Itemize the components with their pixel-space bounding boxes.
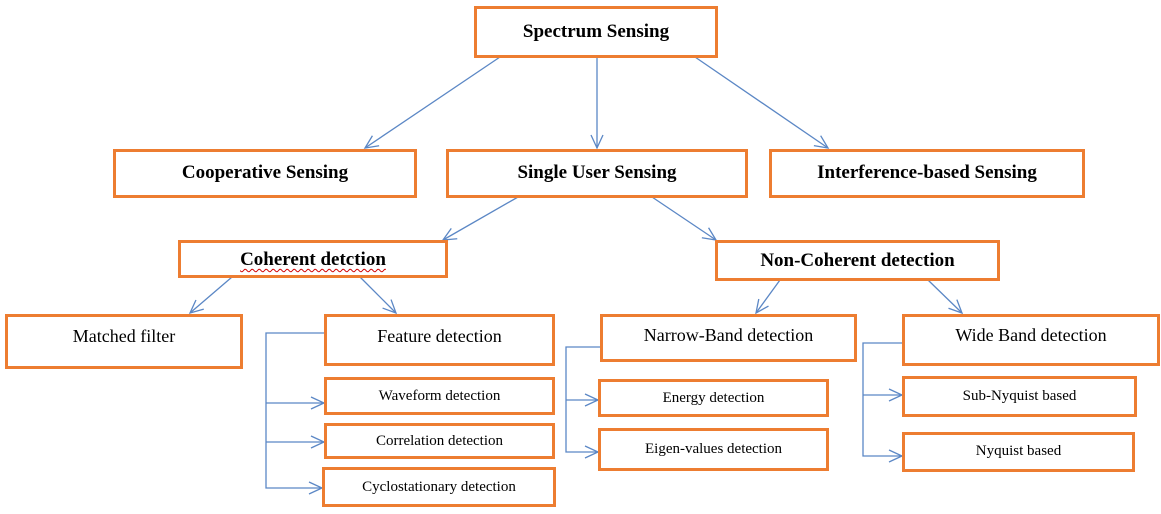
node-label: Eigen-values detection <box>644 441 783 457</box>
node-label: Waveform detection <box>378 388 501 404</box>
node-energy-detection: Energy detection <box>598 379 829 417</box>
arrow-non-coherent-to-narrow-band <box>755 279 781 315</box>
node-label: Cooperative Sensing <box>181 162 349 183</box>
node-label: Coherent detction <box>240 249 386 270</box>
node-label: Spectrum Sensing <box>522 21 670 42</box>
node-label: Interference-based Sensing <box>817 162 1037 183</box>
arrow-single-user-to-non-coherent <box>651 196 718 241</box>
arrow-root-to-cooperative <box>363 56 501 149</box>
bracket-wide-band <box>862 342 904 463</box>
arrow-coherent-to-feature <box>359 276 398 315</box>
node-label: Feature detection <box>377 326 502 346</box>
arrow-root-to-interference <box>694 56 830 149</box>
arrow-non-coherent-to-wide-band <box>927 279 964 315</box>
node-label: Energy detection <box>662 390 765 406</box>
node-label: Non-Coherent detection <box>760 250 955 271</box>
node-sub-nyquist-based: Sub-Nyquist based <box>902 376 1137 417</box>
node-eigen-values-detection: Eigen-values detection <box>598 428 829 471</box>
node-cooperative-sensing: Cooperative Sensing <box>113 149 417 198</box>
node-nyquist-based: Nyquist based <box>902 432 1135 472</box>
arrow-single-user-to-coherent <box>441 196 519 241</box>
node-interference-based-sensing: Interference-based Sensing <box>769 149 1085 198</box>
node-cyclostationary-detection: Cyclostationary detection <box>322 467 556 507</box>
node-coherent-detection: Coherent detction <box>178 240 448 278</box>
node-wide-band-detection: Wide Band detection <box>902 314 1160 366</box>
node-feature-detection: Feature detection <box>324 314 555 366</box>
node-matched-filter: Matched filter <box>5 314 243 369</box>
node-single-user-sensing: Single User Sensing <box>446 149 748 198</box>
node-label: Nyquist based <box>975 443 1062 459</box>
node-non-coherent-detection: Non-Coherent detection <box>715 240 1000 281</box>
node-label: Narrow-Band detection <box>643 325 814 345</box>
node-label: Matched filter <box>72 326 176 346</box>
node-label: Wide Band detection <box>955 325 1107 345</box>
node-spectrum-sensing: Spectrum Sensing <box>474 6 718 58</box>
node-label: Correlation detection <box>375 433 504 449</box>
node-label: Sub-Nyquist based <box>962 388 1077 404</box>
node-correlation-detection: Correlation detection <box>324 423 555 459</box>
bracket-feature-detection <box>265 332 324 495</box>
node-label: Cyclostationary detection <box>362 479 516 495</box>
node-waveform-detection: Waveform detection <box>324 377 555 415</box>
node-label: Single User Sensing <box>517 162 677 183</box>
arrow-coherent-to-matched-filter <box>188 276 233 315</box>
node-narrow-band-detection: Narrow-Band detection <box>600 314 857 362</box>
